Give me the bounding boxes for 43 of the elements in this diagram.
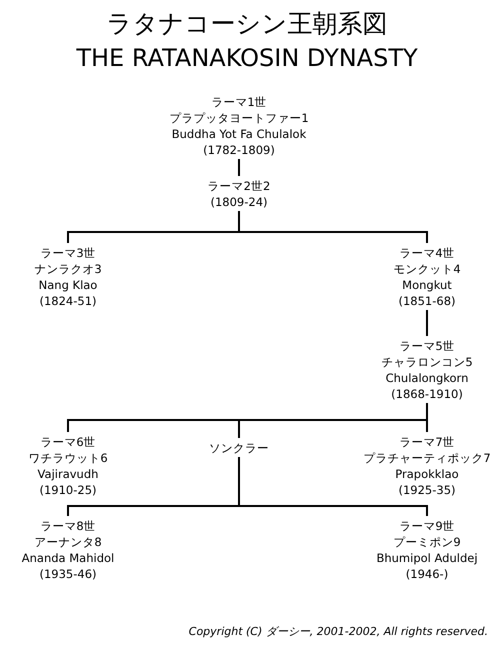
family-tree-line	[238, 403, 428, 438]
ruler-detail: (1824-51)	[38, 293, 98, 309]
ruler-detail: モンクット4	[393, 261, 461, 277]
ruler-detail: プーミポン9	[392, 534, 462, 550]
ruler-detail: Ananda Mahidol	[22, 550, 114, 566]
diagram-subtitle: THE RATANAKOSIN DYNASTY	[75, 43, 419, 74]
copyright-note: Copyright (C) ダーシー, 2001-2002, All rights reserved.	[188, 624, 488, 639]
ruler-detail: Buddha Yot Fa Chulalok	[170, 126, 308, 142]
ruler-detail: Nang Klao	[38, 277, 98, 293]
ruler-detail: Chulalongkorn	[384, 370, 470, 386]
ruler-name: ラーマ4世	[398, 245, 456, 261]
ruler-detail: Mongkut	[401, 277, 453, 293]
ruler-detail: Vajiravudh	[36, 466, 100, 482]
ruler-name: ラーマ1世	[210, 94, 268, 110]
ruler-name: ソンクラー	[209, 440, 269, 456]
ruler-detail: チャラロンコン5	[381, 354, 473, 370]
ruler-detail: Prapokklao	[394, 466, 460, 482]
ruler-detail: ワチラウット6	[28, 450, 108, 466]
ruler-detail: (1935-46)	[38, 566, 98, 582]
ruler-name: ラーマ8世	[39, 518, 97, 534]
diagram-title: ラタナコーシン王朝系図	[106, 8, 388, 40]
ruler-name: ラーマ3世	[39, 245, 97, 261]
ruler-detail: プラチャーティポック7	[363, 450, 491, 466]
ruler-detail: (1809-24)	[209, 194, 268, 210]
ruler-detail: (1851-68)	[397, 293, 456, 309]
ruler-detail: (1946-)	[404, 566, 450, 582]
ruler-detail: アーナンタ8	[33, 534, 103, 550]
ruler-name: ラーマ9世	[398, 518, 456, 534]
family-tree-line	[238, 457, 428, 516]
ruler-name: ラーマ7世	[398, 434, 456, 450]
ruler-detail: Bhumipol Aduldej	[376, 550, 478, 566]
family-tree-line	[426, 310, 428, 336]
ruler-detail: (1782-1809)	[202, 142, 276, 158]
family-tree-line	[238, 211, 428, 243]
ruler-name: ラーマ6世	[39, 434, 97, 450]
family-tree-line	[238, 159, 240, 176]
ruler-detail: (1868-1910)	[390, 386, 464, 402]
ruler-name: ラーマ2世2	[208, 178, 270, 194]
ruler-name: ラーマ5世	[398, 338, 456, 354]
ruler-detail: ナンラクオ3	[34, 261, 102, 277]
ruler-detail: (1925-35)	[397, 482, 456, 498]
ruler-detail: (1910-25)	[38, 482, 98, 498]
ruler-detail: プラプッタヨートファー1	[169, 110, 309, 126]
